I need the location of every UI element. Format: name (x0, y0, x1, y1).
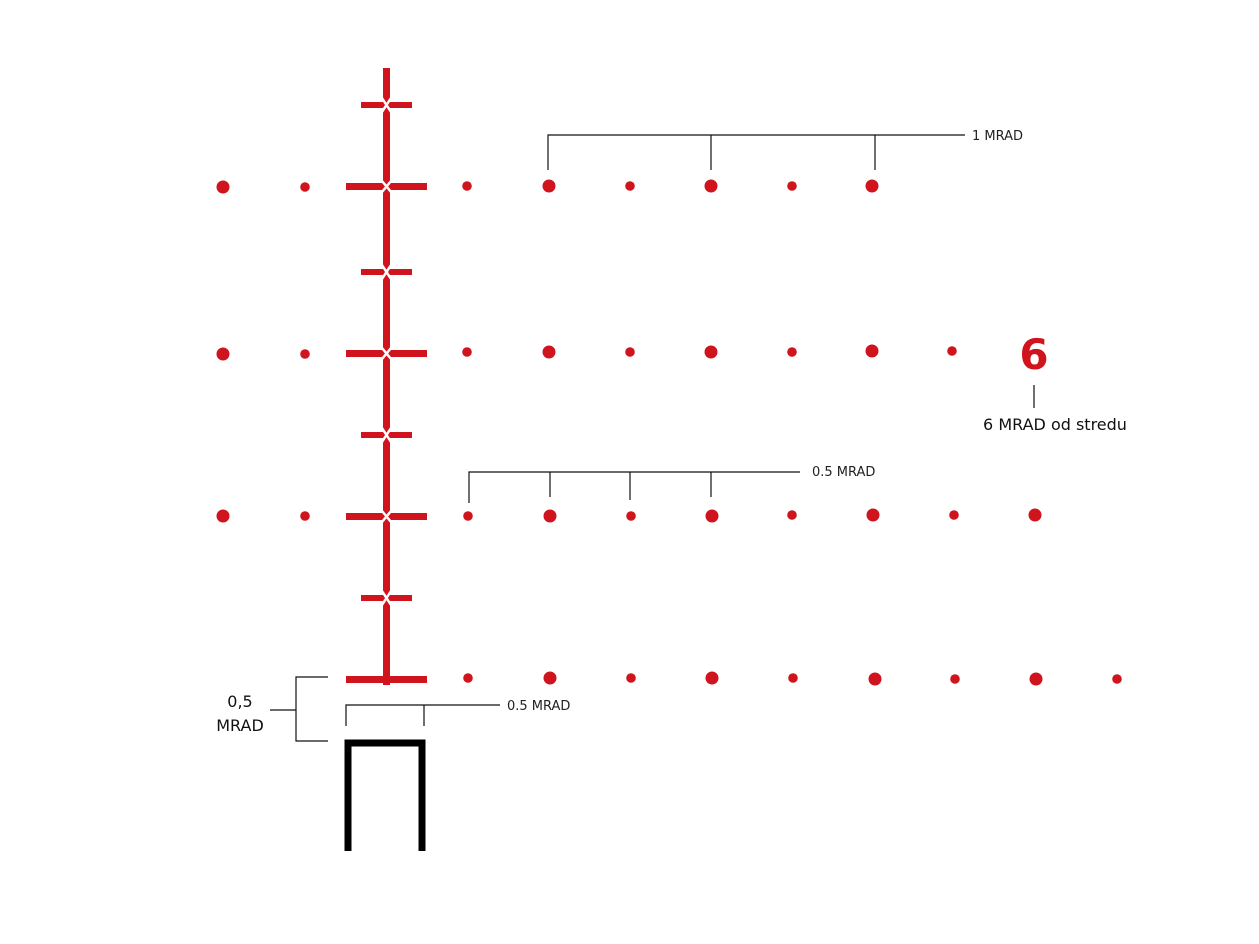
dot (216, 180, 230, 194)
dot (626, 511, 636, 521)
six-number-label: 6 (1019, 330, 1048, 379)
dot (542, 345, 556, 359)
dot (947, 346, 957, 356)
half-mrad-vertical-label-line2: MRAD (216, 716, 264, 735)
dot (787, 347, 797, 357)
one-mrad-label: 1 MRAD (972, 129, 1023, 144)
dot (462, 181, 472, 191)
notch-3 (378, 261, 395, 283)
dot (704, 345, 718, 359)
dot (1112, 674, 1122, 684)
dot (705, 509, 719, 523)
dot (462, 347, 472, 357)
annotation-brackets (270, 134, 1035, 742)
dot (868, 672, 882, 686)
dot-row-3 (216, 508, 1042, 523)
dot (463, 673, 473, 683)
half-mrad-bracket-upper (468, 471, 800, 503)
one-mrad-bracket (547, 134, 965, 170)
half-mrad-vertical-label-line1: 0,5 (227, 692, 252, 711)
half-mrad-label-lower: 0.5 MRAD (507, 699, 570, 714)
dot-row-4 (463, 671, 1122, 686)
intersection-notches (376, 94, 397, 609)
notch-1 (378, 94, 395, 116)
dot (300, 182, 310, 192)
dot-row-1 (216, 179, 879, 194)
dot (866, 508, 880, 522)
six-mrad-note: 6 MRAD od stredu (983, 415, 1127, 434)
dot (463, 511, 473, 521)
half-mrad-label-upper: 0.5 MRAD (812, 465, 875, 480)
dot (300, 511, 310, 521)
dot (950, 674, 960, 684)
notch-2 (376, 174, 397, 199)
dot (300, 349, 310, 359)
dot (543, 671, 557, 685)
dot (1029, 672, 1043, 686)
dot (626, 673, 636, 683)
dot (625, 347, 635, 357)
crossbar-4 (346, 676, 427, 683)
half-mrad-bracket-vertical (270, 676, 328, 742)
dot (788, 673, 798, 683)
notch-5 (378, 424, 395, 446)
dot (1028, 508, 1042, 522)
dot (705, 671, 719, 685)
notch-6 (376, 504, 397, 529)
dot (216, 347, 230, 361)
dot-row-2 (216, 344, 957, 361)
aiming-post (344, 739, 426, 851)
notch-7 (378, 587, 395, 609)
dot (787, 181, 797, 191)
vertical-line (383, 68, 390, 685)
dot (865, 344, 879, 358)
dot (216, 509, 230, 523)
dot (704, 179, 718, 193)
dot (949, 510, 959, 520)
dot (543, 509, 557, 523)
half-mrad-bracket-lower (345, 704, 500, 726)
dot (787, 510, 797, 520)
dot (865, 179, 879, 193)
dot (542, 179, 556, 193)
notch-4 (376, 341, 397, 366)
dot (625, 181, 635, 191)
vertical-stadia (383, 68, 390, 685)
